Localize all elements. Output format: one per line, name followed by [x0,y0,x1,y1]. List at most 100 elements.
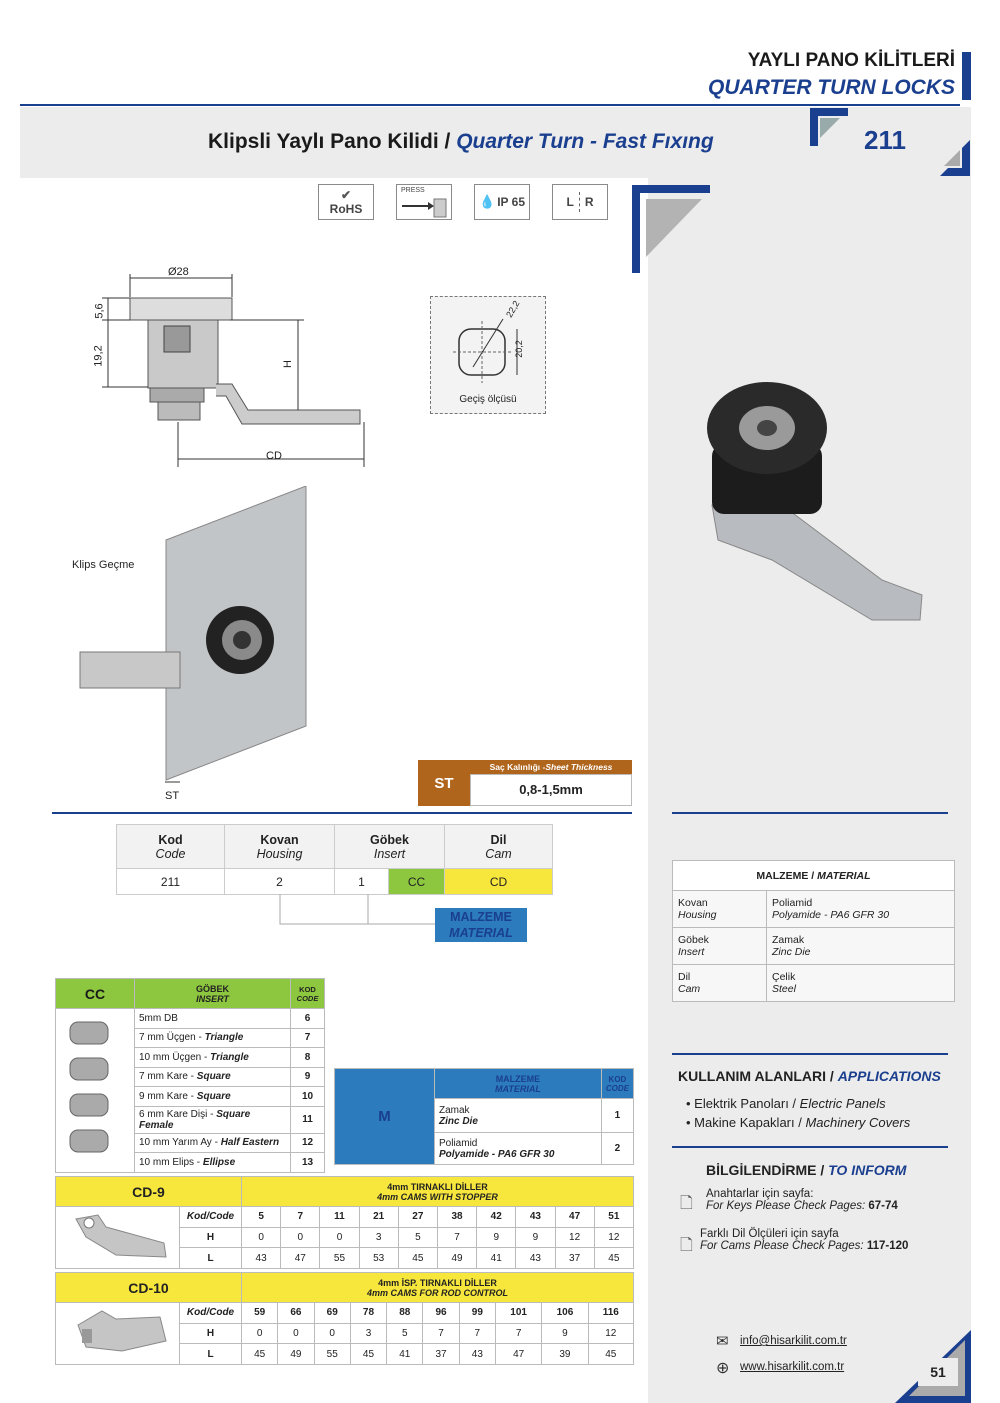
insert-row: 10 mm Elips - Ellipse [134,1152,291,1173]
cd9-h: 0 [319,1226,360,1249]
housing-header-en: Housing [256,846,303,861]
st-label: ST [165,790,180,802]
divider-sidebar [672,812,948,814]
material-key-en: Insert [678,946,705,958]
right-label: R [584,195,594,209]
code-header-en: Code [155,846,186,861]
code-value: 211 [116,868,225,895]
material-title: MALZEME / MATERIAL [672,860,955,891]
ip65-badge: 💧IP 65 [474,184,530,220]
material-key-tr: Dil [678,971,691,983]
water-drop-icon: 💧 [479,194,496,209]
inform-title: BİLGİLENDİRME / TO INFORM [706,1162,906,1178]
page-number: 51 [918,1358,958,1386]
cd9-cam-icon [75,1214,167,1258]
cd9-kod: 43 [515,1206,556,1228]
m-row-tr: Zamak [439,1104,470,1116]
cd9-kod: 7 [280,1206,321,1228]
h-label: H [281,360,294,368]
material-value-tr: Poliamid [772,897,813,909]
technical-drawing [102,274,365,467]
m-row-en: Polyamide - PA6 GFR 30 [439,1148,555,1160]
m-h-en: MATERIAL [495,1083,541,1094]
cd10-kod: 59 [240,1302,279,1324]
cd10-kod: 116 [587,1302,635,1324]
cd9-kod: 27 [397,1206,438,1228]
cd9-l: 45 [593,1247,635,1269]
material-key-tr: Göbek [678,934,709,946]
cd10-kod: 99 [458,1302,496,1324]
cd9-h: 5 [397,1226,438,1249]
applications-title-tr: KULLANIM ALANLARI / [678,1068,834,1084]
cd10-h: 7 [458,1322,496,1345]
cd9-h: 3 [358,1226,399,1249]
cd9-h-label: H [179,1226,242,1249]
cd9-kod: 38 [436,1206,478,1228]
insert-row-tr: 7 mm Üçgen - [139,1032,205,1044]
insert-h-code: CODE [296,993,319,1003]
section-title-tr: YAYLI PANO KİLİTLERİ [747,50,955,71]
insert-row-en: Half Eastern [220,1137,280,1149]
insert-row-tr: 10 mm Üçgen - [139,1051,211,1063]
cd10-l: 45 [349,1343,388,1365]
cd9-kod: 51 [593,1206,635,1228]
sheet-title: Saç Kalınlığı -Sheet Thickness [470,760,632,774]
insert-row-tr: 5mm DB [139,1012,178,1024]
material-key-en: Cam [678,983,701,995]
insert-row: 9 mm Kare - Square [134,1086,291,1107]
cd10-h: 9 [541,1322,589,1345]
material-title-en: MATERIAL [817,869,871,882]
product-title: Klipsli Yaylı Pano Kilidi / Quarter Turn… [208,130,714,154]
insert-row: 6 mm Kare Dişi - Square Female [134,1105,291,1134]
keys-info: Anahtarlar için sayfa:For Keys Please Ch… [706,1188,898,1212]
insert-row-tr: 9 mm Kare - [139,1090,197,1102]
cutout-dim-b: 20,2 [513,340,524,358]
code-connector-lines [279,894,436,925]
material-tag-tr: MALZEME [450,910,512,924]
sidebar-corner-deco [632,185,710,273]
press-arrow-icon [402,198,447,218]
cd9-l: 49 [436,1247,478,1269]
insert-cc-value: CC [388,868,445,895]
cd10-l: 39 [541,1343,589,1365]
cd10-kod: 96 [422,1302,460,1324]
material-value-en: Zinc Die [772,946,811,958]
application-item: • Makine Kapakları / Machinery Covers [686,1115,911,1130]
cd10-h-label: H [179,1322,242,1345]
insert-row-tr: 10 mm Yarım Ay - [139,1137,221,1149]
cam-header-en: Cam [485,846,512,861]
insert-row: 7 mm Kare - Square [134,1066,291,1087]
cd10-h: 0 [277,1322,315,1345]
cd10-code: CD-10 [55,1272,242,1303]
insert-row-en: Square Female [139,1108,251,1131]
cd9-code: CD-9 [55,1176,242,1207]
email-link[interactable]: info@hisarkilit.com.tr [740,1335,847,1347]
application-item-tr: Makine Kapakları / [694,1115,806,1130]
header-rule [20,104,960,106]
m-table-code: M [334,1068,435,1165]
keys-info-pages: 67-74 [868,1200,898,1212]
cd10-l: 41 [386,1343,424,1365]
insert-row: 7 mm Üçgen - Triangle [134,1027,291,1048]
insert-row-tr: 10 mm Elips - [139,1156,203,1168]
sheet-title-tr: Saç Kalınlığı - [489,762,546,772]
cd9-l: 43 [240,1247,282,1269]
website-link[interactable]: www.hisarkilit.com.tr [740,1361,845,1373]
insert-row: 5mm DB [134,1008,291,1029]
cd9-l: 45 [397,1247,438,1269]
m-row-kod: 2 [600,1132,635,1165]
insert-header-en: Insert [373,846,406,861]
clip-label: Klips Geçme [72,559,135,571]
product-code: 211 [864,125,906,155]
divider-inform [672,1146,948,1148]
